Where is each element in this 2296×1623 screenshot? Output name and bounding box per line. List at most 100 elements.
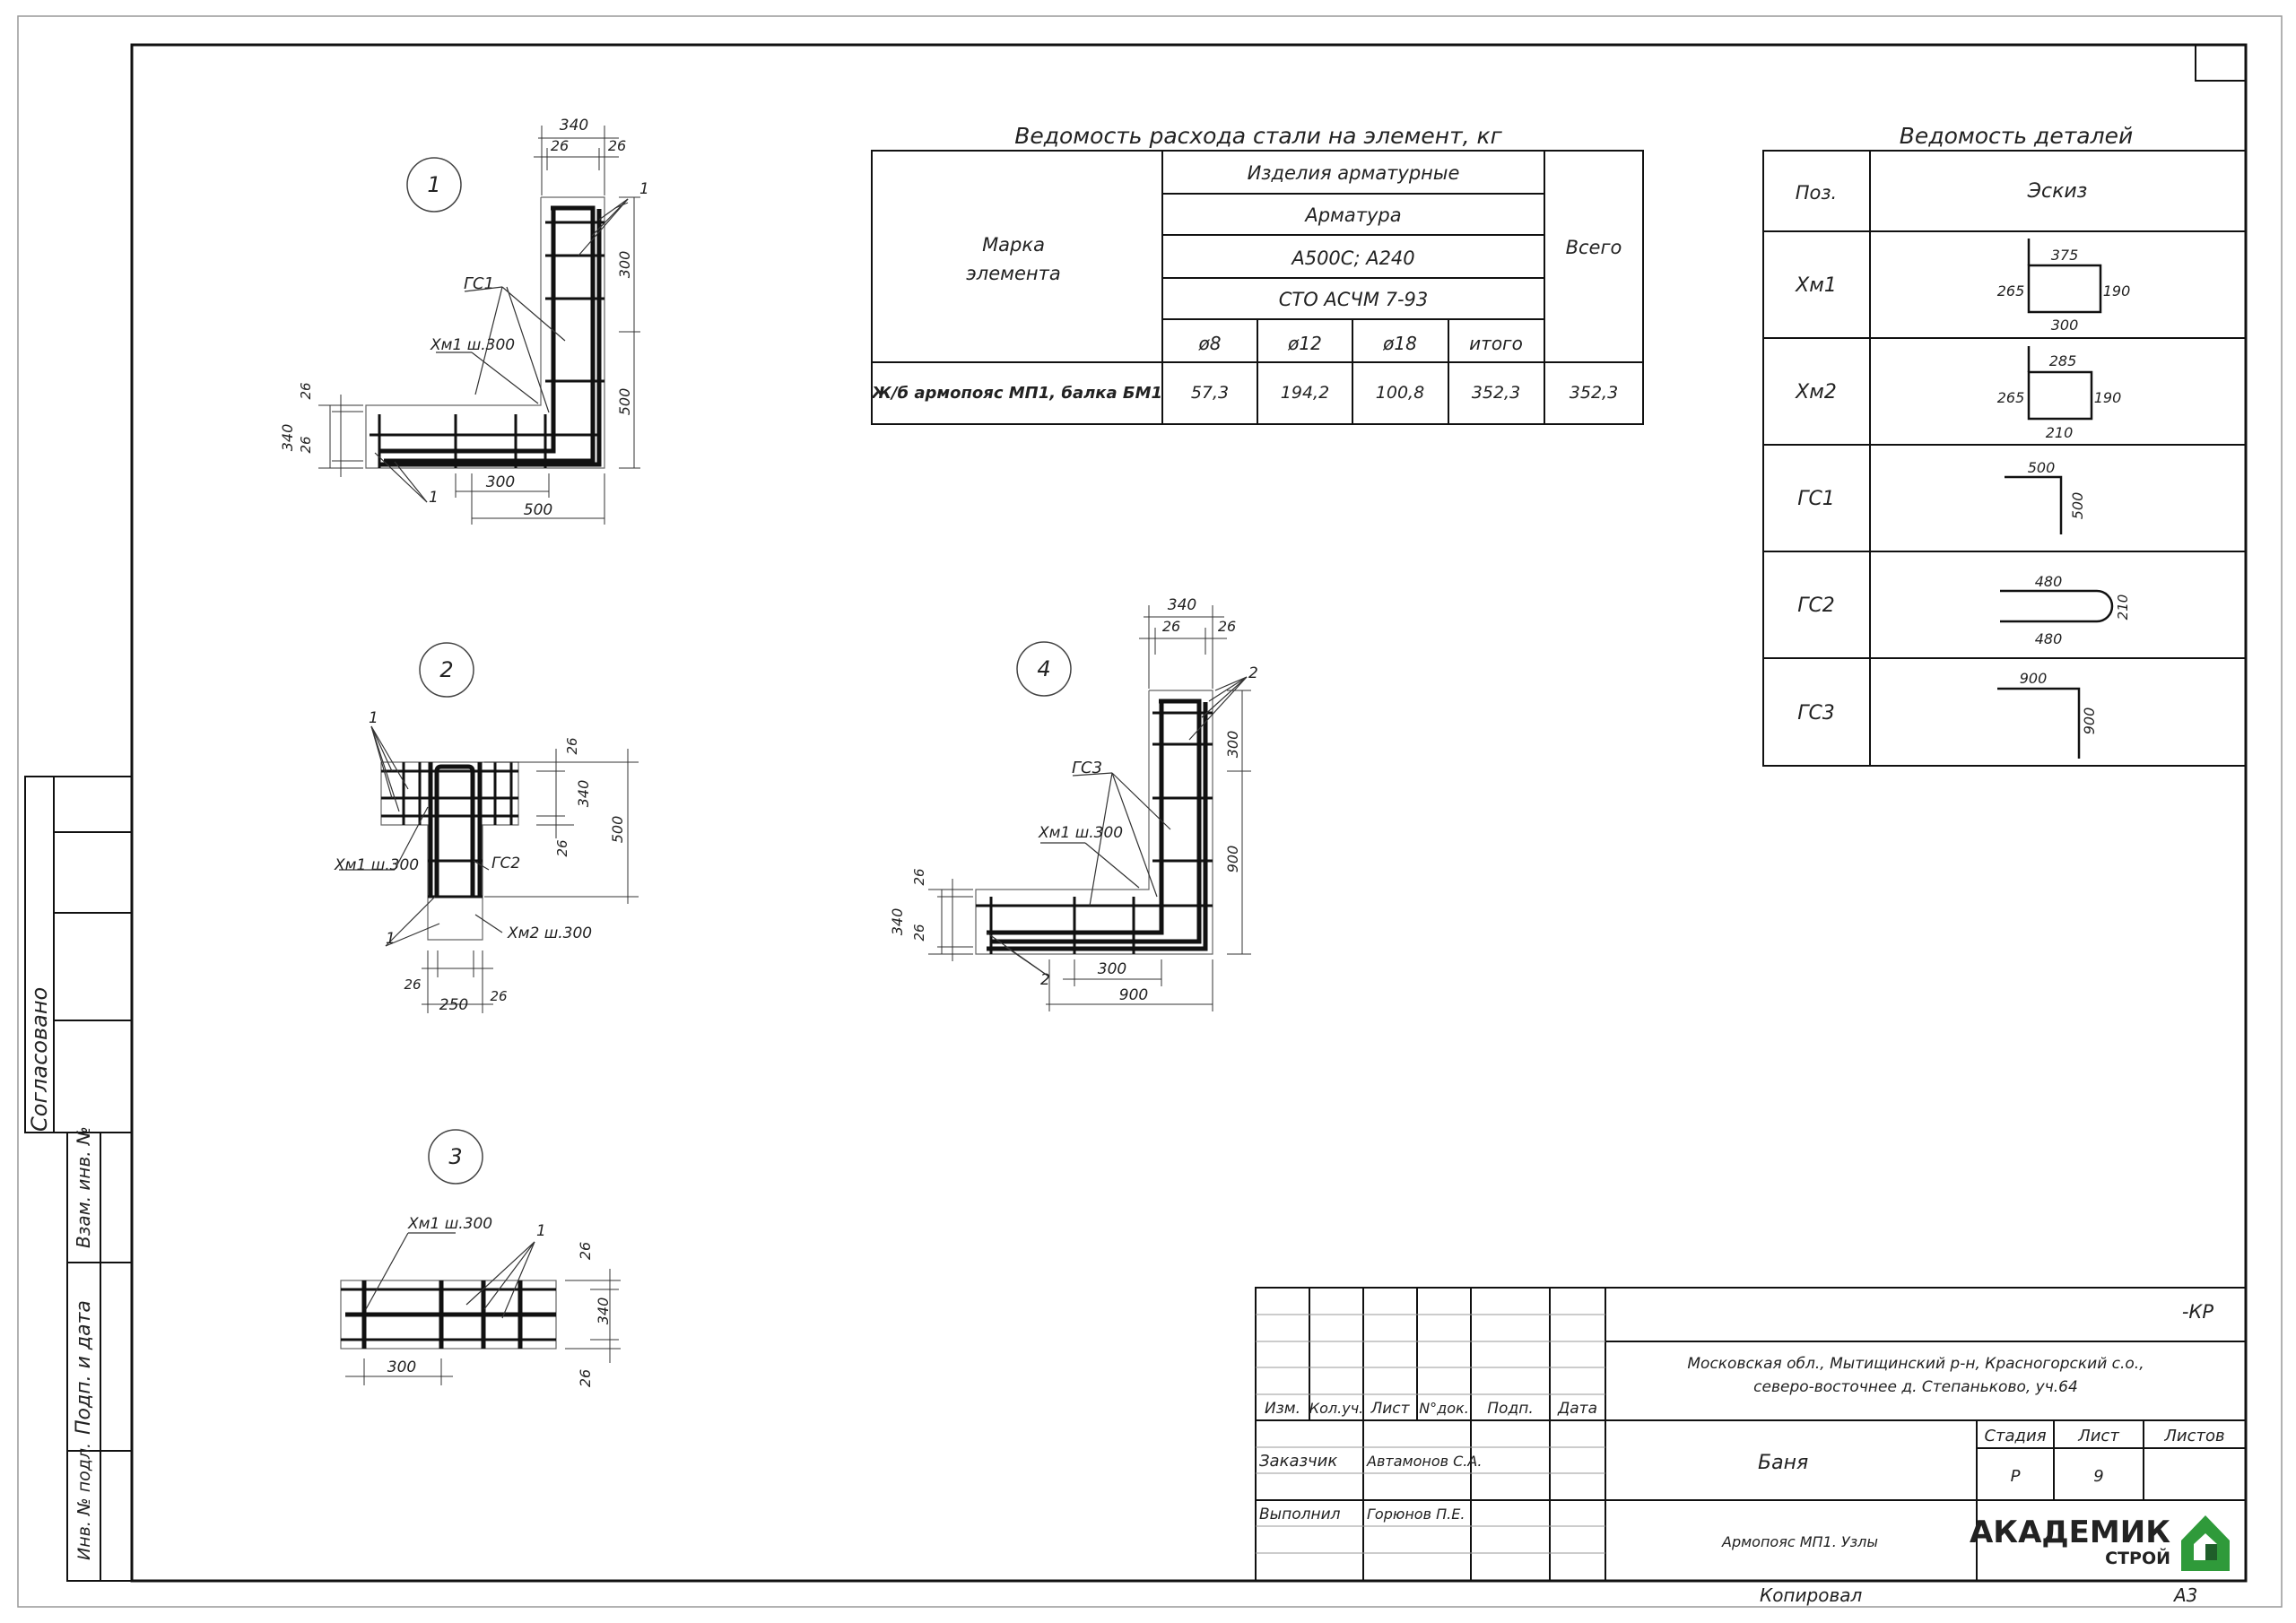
node-2-gs2-label: ГС2 — [491, 855, 520, 872]
sketch-gs1 — [2005, 475, 2063, 534]
tb-address-line1: Московская обл., Мытищинский р-н, Красно… — [1687, 1355, 2144, 1373]
steel-dia-18: ø18 — [1382, 333, 1417, 354]
tb-address-line2: северо-восточнее д. Степаньково, уч.64 — [1753, 1378, 2078, 1396]
node-2-pos1-bottom: 1 — [386, 930, 396, 948]
company-logo: АКАДЕМИК СТРОЙ — [1970, 1515, 2230, 1571]
xm1-dim-right: 190 — [2103, 282, 2131, 299]
node-3-dim-26b: 26 — [577, 1369, 594, 1387]
node-4-dim-300h: 300 — [1098, 960, 1126, 978]
side-replace-inv-label: Взам. инв. № — [73, 1126, 94, 1248]
logo-sub-text: СТРОЙ — [2105, 1548, 2170, 1568]
node-1-dim-340v: 340 — [279, 424, 296, 452]
node-4-dim-340: 340 — [1168, 596, 1196, 614]
node-4-pos2-bottom: 2 — [1040, 971, 1050, 989]
node-4-pos2-top: 2 — [1248, 664, 1258, 682]
steel-dia-12: ø12 — [1287, 333, 1322, 354]
node-2-dim-500: 500 — [609, 816, 626, 844]
node-1-dim-300v: 300 — [616, 251, 633, 279]
side-sign-date-label: Подп. и дата — [73, 1300, 95, 1435]
node-3-dim-300: 300 — [387, 1358, 416, 1376]
steel-col-total: Всего — [1566, 237, 1622, 258]
node-1-dim-26d: 26 — [298, 436, 314, 453]
details-table-title: Ведомость деталей — [1900, 123, 2133, 149]
tb-stage-label: Стадия — [1984, 1427, 2046, 1445]
tb-sheet-label: Лист — [2077, 1427, 2119, 1445]
node-4-dim-26c: 26 — [911, 868, 927, 885]
sketch-gs3 — [1997, 687, 2081, 759]
sketch-xm1 — [2027, 239, 2102, 314]
logo-house-icon — [2181, 1515, 2230, 1571]
steel-col-mark-line2: элемента — [966, 263, 1060, 284]
steel-row-val-sum: 352,3 — [1472, 383, 1520, 403]
tb-code: -КР — [2182, 1301, 2213, 1323]
detail-pos-xm1: Хм1 — [1795, 274, 1837, 297]
node-4-dim-900v: 900 — [1224, 846, 1241, 873]
xm1-dim-left: 265 — [1997, 282, 2025, 299]
node-1-marker — [406, 157, 462, 213]
node-1-gs-label: ГС1 — [464, 274, 494, 293]
sketch-gs2 — [2000, 589, 2114, 623]
node-4-dim-300v: 300 — [1224, 731, 1241, 759]
detail-pos-gs2: ГС2 — [1797, 595, 1835, 617]
node-1-dim-26a: 26 — [551, 137, 569, 154]
node-1-dim-500h: 500 — [524, 501, 552, 519]
gs3-dim-v: 900 — [2081, 707, 2098, 735]
tb-stage: Р — [2011, 1467, 2021, 1486]
node-2-dim-26b: 26 — [554, 839, 570, 856]
main-frame — [130, 43, 2248, 1583]
node-4-dim-26b: 26 — [1218, 618, 1236, 635]
corner-box — [2195, 44, 2247, 82]
node-3: 3 Хм1 ш.300 1 — [340, 1129, 621, 1387]
node-1-xm-label: Хм1 ш.300 — [430, 336, 515, 354]
steel-row-val-18: 100,8 — [1376, 383, 1424, 403]
steel-dia-total: итого — [1469, 333, 1523, 354]
copied-label: Копировал — [1760, 1584, 1862, 1606]
node-4-number: 4 — [1037, 656, 1050, 681]
node-3-marker — [428, 1129, 483, 1185]
gs3-dim-h: 900 — [2020, 670, 2048, 687]
node-1-number: 1 — [427, 172, 440, 197]
node-1: 1 — [279, 117, 649, 525]
tb-head-doc: N°док. — [1419, 1400, 1469, 1417]
node-4: 4 — [889, 596, 1258, 1011]
side-agreed-label: Согласовано — [27, 987, 52, 1132]
format-label: А3 — [2172, 1584, 2197, 1606]
details-col-pos: Поз. — [1796, 182, 1837, 204]
side-stamp — [24, 776, 133, 1582]
node-2-pos1-top: 1 — [369, 709, 378, 727]
tb-performer-label: Выполнил — [1259, 1506, 1341, 1523]
tb-customer-name: Автамонов С.А. — [1366, 1453, 1482, 1470]
tb-head-date: Дата — [1557, 1400, 1597, 1418]
detail-pos-gs3: ГС3 — [1797, 702, 1835, 725]
tb-sheet: 9 — [2093, 1467, 2103, 1486]
outer-frame — [17, 15, 2283, 1608]
node-4-dim-26d: 26 — [911, 924, 927, 941]
node-3-pos1: 1 — [536, 1222, 546, 1240]
xm2-dim-bottom: 210 — [2046, 424, 2074, 441]
node-3-dim-26a: 26 — [577, 1242, 594, 1260]
steel-row-name: Ж/б армопояс МП1, балка БМ1 — [870, 384, 1162, 403]
node-4-gs-label: ГС3 — [1072, 759, 1102, 777]
node-3-number: 3 — [448, 1144, 462, 1169]
node-3-xm-label: Хм1 ш.300 — [407, 1215, 492, 1233]
tb-object: Баня — [1758, 1452, 1808, 1474]
node-2: 2 — [334, 642, 639, 1014]
node-4-xm-label: Хм1 ш.300 — [1038, 824, 1123, 842]
node-4-dim-900h: 900 — [1119, 986, 1148, 1004]
detail-pos-xm2: Хм2 — [1795, 381, 1837, 404]
tb-customer-label: Заказчик — [1259, 1452, 1337, 1471]
tb-performer-name: Горюнов П.Е. — [1367, 1506, 1465, 1523]
details-col-sketch: Эскиз — [2027, 180, 2088, 203]
node-1-pos1-bottom: 1 — [429, 489, 439, 507]
node-2-dim-26c: 26 — [404, 976, 421, 993]
gs2-dim-right: 210 — [2115, 595, 2131, 621]
node-2-dim-26a: 26 — [564, 737, 580, 754]
tb-sheet-title: Армопояс МП1. Узлы — [1721, 1533, 1878, 1550]
tb-sheets-label: Листов — [2163, 1427, 2224, 1445]
steel-group-header: Изделия арматурные — [1248, 162, 1460, 184]
node-1-dim-340: 340 — [560, 117, 588, 135]
side-inv-orig-label: Инв. № подл. — [74, 1443, 94, 1560]
steel-sub-class: А500С; А240 — [1290, 247, 1414, 269]
xm1-dim-bottom: 300 — [2051, 317, 2079, 334]
gs2-dim-top: 480 — [2035, 573, 2063, 590]
